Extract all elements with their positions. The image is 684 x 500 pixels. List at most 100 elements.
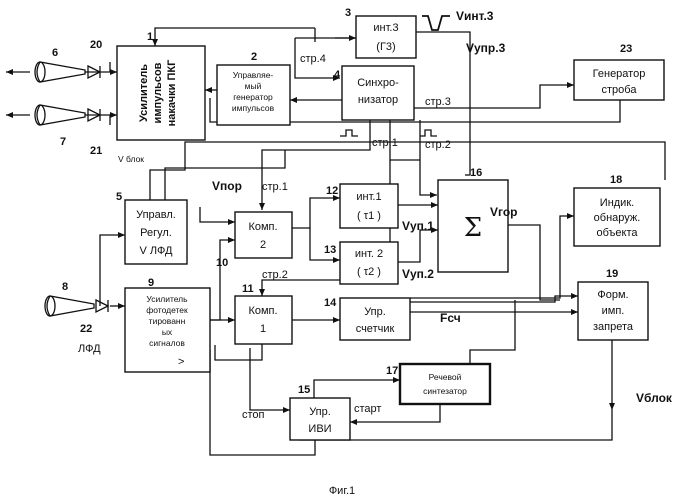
block-16-summator: 16 Σ — [438, 167, 508, 272]
svg-text:Vблок: Vблок — [636, 391, 673, 405]
block-17-speech-synthesizer: 17 Речевой синтезатор — [386, 364, 490, 404]
svg-text:3: 3 — [345, 7, 351, 19]
block-12-integrator-1: 12 инт.1 ( τ1 ) — [326, 184, 398, 228]
svg-text:генератор: генератор — [233, 92, 273, 102]
svg-text:импульсов: импульсов — [152, 62, 164, 123]
svg-text:14: 14 — [324, 297, 337, 309]
block-9-photo-amplifier: 9 Усилитель фотодетек тированн ых сигнал… — [125, 277, 210, 372]
svg-text:сигналов: сигналов — [149, 338, 185, 348]
svg-text:строба: строба — [602, 84, 638, 96]
svg-text:Генератор: Генератор — [593, 68, 646, 80]
svg-text:(Г3): (Г3) — [376, 41, 395, 53]
svg-text:16: 16 — [470, 167, 482, 179]
svg-text:2: 2 — [251, 51, 257, 63]
svg-text:ЛФД: ЛФД — [78, 343, 101, 355]
svg-text:4: 4 — [334, 69, 341, 81]
svg-text:12: 12 — [326, 185, 338, 197]
svg-text:старт: старт — [354, 403, 381, 415]
photodetector — [45, 296, 108, 316]
svg-text:стр.1: стр.1 — [372, 137, 398, 149]
svg-text:18: 18 — [610, 174, 622, 186]
svg-text:19: 19 — [606, 268, 618, 280]
svg-text:инт.1: инт.1 — [356, 191, 381, 203]
svg-text:Комп.: Комп. — [248, 221, 277, 233]
svg-text:ых: ых — [162, 327, 173, 337]
svg-text:Vгор: Vгор — [490, 205, 518, 219]
svg-text:Vинт.3: Vинт.3 — [456, 9, 494, 23]
svg-text:тированн: тированн — [149, 316, 186, 326]
block-1-number: 1 — [147, 31, 153, 43]
svg-text:стр.1: стр.1 — [262, 181, 288, 193]
svg-text:Vуп.2: Vуп.2 — [402, 267, 434, 281]
svg-text:8: 8 — [62, 281, 68, 293]
svg-text:Σ: Σ — [464, 213, 482, 243]
svg-text:обнаруж.: обнаруж. — [594, 212, 641, 224]
svg-text:Управл.: Управл. — [136, 209, 176, 221]
component-numbers: 6 7 8 20 21 22 — [52, 39, 102, 335]
svg-text:мый: мый — [245, 81, 262, 91]
svg-text:накачки ПКГ: накачки ПКГ — [166, 59, 178, 126]
svg-text:запрета: запрета — [593, 321, 634, 333]
svg-text:фотодетек: фотодетек — [146, 305, 188, 315]
svg-text:стр.4: стр.4 — [300, 53, 326, 65]
block-3-integrator: 3 инт.3 (Г3) — [345, 7, 416, 58]
svg-text:инт. 2: инт. 2 — [355, 248, 383, 260]
svg-text:Комп.: Комп. — [248, 305, 277, 317]
svg-text:ИВИ: ИВИ — [308, 423, 331, 435]
svg-text:>: > — [178, 356, 184, 368]
svg-text:23: 23 — [620, 43, 632, 55]
svg-text:( τ2 ): ( τ2 ) — [357, 266, 381, 278]
svg-text:Упр.: Упр. — [309, 406, 331, 418]
block-19-inhibit-former: 19 Форм. имп. запрета — [578, 268, 648, 340]
svg-text:9: 9 — [148, 277, 154, 289]
svg-text:стр.2: стр.2 — [425, 139, 451, 151]
svg-text:Усилитель: Усилитель — [146, 294, 188, 304]
svg-text:Упр.: Упр. — [364, 306, 386, 318]
svg-text:1: 1 — [260, 323, 266, 335]
svg-text:Управляе-: Управляе- — [233, 70, 274, 80]
svg-text:5: 5 — [116, 191, 122, 203]
svg-text:Форм.: Форм. — [597, 289, 628, 301]
svg-text:6: 6 — [52, 47, 58, 59]
svg-text:Регул.: Регул. — [140, 227, 172, 239]
svg-text:имп.: имп. — [602, 305, 625, 317]
block-13-integrator-2: 13 инт. 2 ( τ2 ) — [324, 242, 398, 284]
svg-text:Vупр.3: Vупр.3 — [466, 41, 506, 55]
svg-text:Усилитель: Усилитель — [138, 64, 150, 122]
svg-text:V блок: V блок — [118, 154, 144, 164]
svg-text:низатор: низатор — [358, 94, 398, 106]
figure-caption: Фиг.1 — [329, 485, 355, 497]
block-23-strobe-generator: 23 Генератор строба — [574, 43, 664, 100]
svg-text:Vуп.1: Vуп.1 — [402, 219, 434, 233]
svg-text:20: 20 — [90, 39, 102, 51]
svg-text:Индик.: Индик. — [600, 197, 634, 209]
svg-text:синтезатор: синтезатор — [423, 386, 467, 396]
svg-text:инт.3: инт.3 — [373, 22, 398, 34]
svg-text:Синхро-: Синхро- — [357, 77, 399, 89]
block-14-counter: 14 Упр. счетчик — [324, 297, 410, 340]
svg-text:17: 17 — [386, 365, 398, 377]
block-11-comparator-1: 11 Комп. 1 — [235, 283, 292, 344]
svg-text:объекта: объекта — [596, 227, 638, 239]
block-4-synchronizer: 4 Синхро- низатор — [334, 66, 414, 120]
svg-text:11: 11 — [242, 283, 254, 295]
svg-text:15: 15 — [298, 384, 310, 396]
svg-text:стр.2: стр.2 — [262, 269, 288, 281]
svg-text:стоп: стоп — [242, 409, 265, 421]
block-1-amplifier: 1 Усилитель импульсов накачки ПКГ — [117, 31, 205, 140]
svg-text:V ЛФД: V ЛФД — [140, 245, 173, 257]
svg-text:Речевой: Речевой — [429, 372, 462, 382]
svg-text:( τ1 ): ( τ1 ) — [357, 210, 381, 222]
svg-text:10: 10 — [216, 257, 228, 269]
svg-text:импульсов: импульсов — [232, 103, 275, 113]
block-2-generator: 2 Управляе- мый генератор импульсов — [217, 51, 290, 125]
block-5-regulator: 5 Управл. Регул. V ЛФД — [116, 191, 187, 264]
block-15-ivi-control: 15 Упр. ИВИ — [290, 384, 350, 440]
svg-text:21: 21 — [90, 145, 102, 157]
svg-text:13: 13 — [324, 244, 336, 256]
svg-text:7: 7 — [60, 136, 66, 148]
svg-text:стр.3: стр.3 — [425, 96, 451, 108]
svg-text:22: 22 — [80, 323, 92, 335]
block-18-object-indicator: 18 Индик. обнаруж. объекта — [574, 174, 660, 246]
svg-text:счетчик: счетчик — [356, 323, 395, 335]
